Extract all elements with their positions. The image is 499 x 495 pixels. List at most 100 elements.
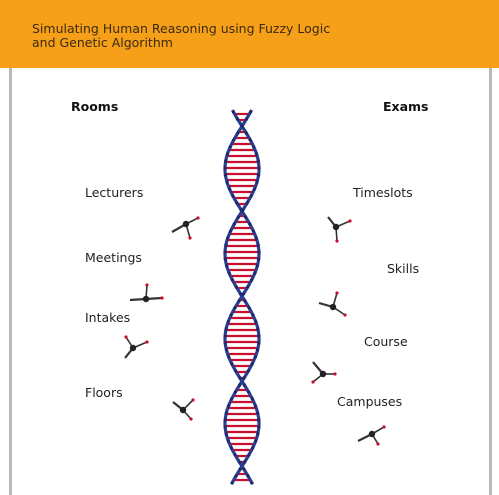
helix-bead (254, 152, 259, 156)
helix-bead (234, 369, 238, 373)
helix-bead (257, 334, 261, 338)
helix-bead (237, 299, 241, 303)
helix-bead (250, 397, 254, 401)
helix-bead (238, 383, 242, 387)
helix-bead (254, 320, 258, 324)
helix-bead (257, 341, 261, 345)
helix-bead (242, 376, 246, 380)
helix-bead (243, 460, 247, 464)
helix-bead (246, 369, 250, 373)
helix-bead (234, 285, 238, 289)
helix-bead (234, 474, 238, 478)
helix-bead (229, 313, 233, 317)
helix-bead (225, 264, 229, 268)
helix-bead (229, 446, 233, 450)
helix-bead (225, 152, 230, 156)
helix-bead (246, 390, 251, 394)
helix-bead (223, 173, 228, 177)
helix-bead (250, 481, 254, 485)
helix-bead (240, 124, 244, 128)
helix-bead (239, 208, 243, 212)
left-frame-border (9, 68, 12, 495)
helix-bead (236, 215, 241, 219)
left-heading-rooms: Rooms (71, 99, 119, 114)
label-intakes: Intakes (85, 310, 131, 325)
molecule-icon (172, 398, 195, 421)
helix-bead (244, 131, 248, 135)
molecule-icon (171, 216, 200, 240)
helix-bead (256, 411, 260, 415)
label-campuses: Campuses (337, 394, 403, 409)
helix-bead (233, 390, 238, 394)
helix-bead (254, 439, 258, 443)
label-floors: Floors (85, 385, 123, 400)
helix-bead (242, 467, 246, 471)
helix-bead (246, 285, 250, 289)
label-course: Course (364, 334, 408, 349)
helix-bead (256, 243, 260, 247)
helix-bead (256, 173, 261, 177)
molecule-icon (124, 335, 149, 359)
helix-bead (223, 166, 227, 170)
label-skills: Skills (387, 261, 420, 276)
helix-bead (242, 383, 246, 387)
helix-bead (223, 341, 227, 345)
helix-bead (231, 194, 235, 198)
helix-bead (247, 306, 251, 310)
helix-bead (257, 425, 261, 429)
helix-bead (257, 257, 261, 261)
helix-bead (250, 362, 254, 366)
helix-bead (223, 418, 227, 422)
helix-bead (224, 243, 228, 247)
helix-bead (233, 453, 237, 457)
helix-bead (247, 453, 251, 457)
helix-bead (248, 110, 253, 114)
helix-bead (251, 229, 255, 233)
helix-bead (255, 264, 259, 268)
helix-bead (238, 376, 242, 380)
molecule-icon (318, 291, 347, 317)
helix-bead (237, 460, 241, 464)
helix-bead (255, 348, 260, 352)
helix-strand-b (223, 109, 261, 485)
helix-bead (223, 250, 227, 254)
helix-bead (255, 180, 259, 184)
helix-bead (235, 201, 239, 205)
helix-bead (253, 355, 257, 359)
helix-bead (229, 229, 233, 233)
helix-bead (225, 180, 229, 184)
helix-bead (224, 411, 228, 415)
helix-bead (232, 138, 236, 142)
helix-bead (226, 439, 230, 443)
helix-bead (236, 131, 240, 135)
helix-bead (257, 418, 261, 422)
molecule-icon (129, 283, 164, 303)
helix-bead (230, 397, 234, 401)
helix-bead (248, 222, 252, 226)
helix-bead (223, 425, 227, 429)
helix-bead (245, 201, 249, 205)
helix-bead (243, 299, 247, 303)
helix-bead (256, 159, 260, 163)
helix-bead (257, 166, 261, 170)
helix-bead (251, 313, 255, 317)
helix-bead (252, 187, 257, 191)
helix-bead (227, 355, 231, 359)
helix-bead (223, 257, 227, 261)
helix-bead (253, 271, 257, 275)
label-meetings: Meetings (85, 250, 142, 265)
helix-bead (224, 348, 229, 352)
helix-bead (224, 432, 228, 436)
helix-bead (257, 250, 261, 254)
helix-bead (256, 432, 260, 436)
helix-bead (238, 292, 243, 296)
helix-bead (227, 271, 231, 275)
label-timeslots: Timeslots (353, 185, 413, 200)
slide-title: Simulating Human Reasoning using Fuzzy L… (32, 21, 331, 50)
helix-bead (235, 117, 240, 121)
helix-bead (230, 481, 234, 485)
helix-bead (252, 145, 256, 149)
helix-bead (251, 446, 255, 450)
